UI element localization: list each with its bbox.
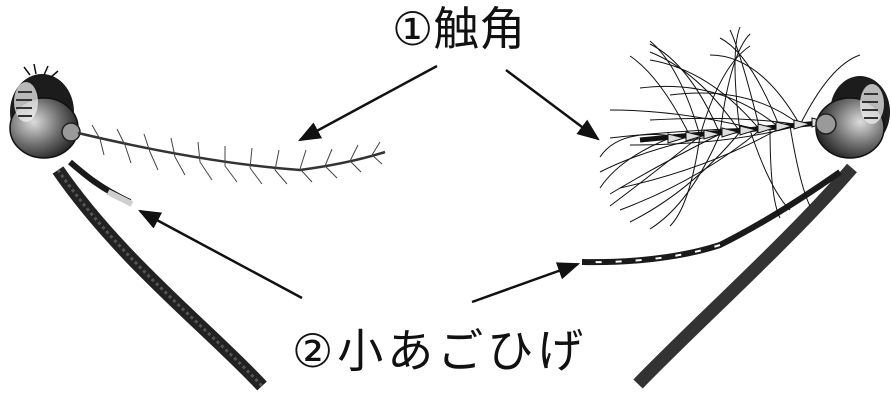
right-antenna <box>599 26 861 230</box>
right-antenna-hairs <box>599 26 861 230</box>
arrow-antenna-left <box>298 64 438 142</box>
right-mosquito-head <box>581 26 890 389</box>
left-antenna-base <box>61 122 81 142</box>
left-mosquito-head <box>9 63 386 391</box>
right-antenna-base <box>815 113 837 135</box>
left-antenna <box>77 131 386 172</box>
arrow-palp-left <box>138 209 303 300</box>
antenna-label: ①触角 <box>392 2 526 56</box>
maxillary-palp-label: ②小あごひげ <box>292 324 588 378</box>
arrow-antenna-right <box>505 69 600 141</box>
left-antenna-hairs <box>91 124 383 185</box>
right-proboscis <box>633 163 857 389</box>
pointer-arrows <box>138 64 600 304</box>
arrow-palp-right <box>471 262 581 304</box>
